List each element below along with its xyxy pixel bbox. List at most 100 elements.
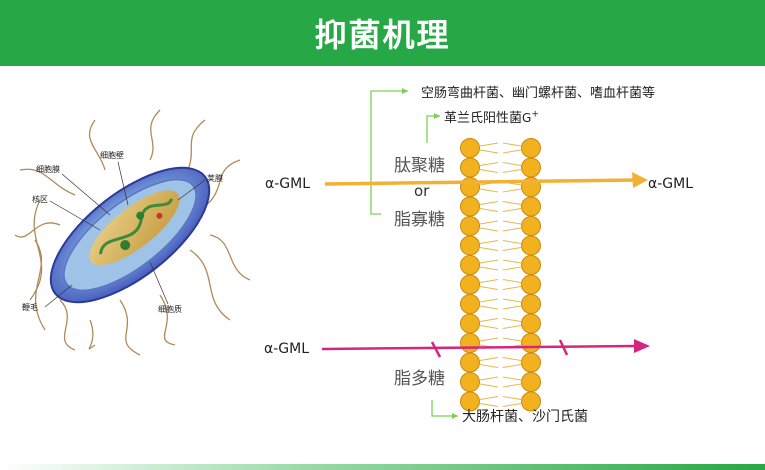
lipid-head xyxy=(521,235,541,256)
lipid-tail xyxy=(479,201,499,205)
magenta-arrow xyxy=(321,339,650,358)
lipid-tail xyxy=(502,220,522,225)
lipid-tail xyxy=(502,325,522,329)
lipid-tail xyxy=(502,162,522,166)
lipid-bilayer xyxy=(460,138,541,412)
lipid-head xyxy=(521,391,541,412)
lipid-head xyxy=(521,216,541,236)
lipid-tail xyxy=(479,227,499,232)
lipid-head xyxy=(460,352,480,373)
lipid-head xyxy=(460,138,480,158)
lipid-tail xyxy=(479,298,499,303)
lipid-tail xyxy=(479,247,499,251)
lipid-tail xyxy=(479,279,499,283)
label-cytoplasm: 细胞质 xyxy=(158,304,182,314)
agent-left-bottom: α-GML xyxy=(264,341,310,357)
lipid-head xyxy=(460,294,480,314)
lipid-tail xyxy=(502,318,522,322)
lipid-tail xyxy=(502,298,522,303)
lipid-tail xyxy=(502,403,522,407)
lipid-head xyxy=(460,372,480,392)
lipid-tail xyxy=(502,208,522,212)
top-pathogens-text: 空肠弯曲杆菌、幽门螺杆菌、嗜血杆菌等 xyxy=(421,86,656,101)
lipid-tail xyxy=(502,169,522,173)
lipid-head xyxy=(521,352,541,373)
lipid-tail xyxy=(502,227,522,232)
lipid-tail xyxy=(479,240,499,244)
cut-mark-1 xyxy=(430,341,442,358)
lipid-tail xyxy=(502,337,522,342)
bracket-gram-positive xyxy=(426,115,440,143)
lipid-tail xyxy=(479,383,499,388)
agent-left-top: α-GML xyxy=(265,176,311,192)
lipid-head xyxy=(460,313,480,334)
lipid-tail xyxy=(479,169,499,173)
lipid-tail xyxy=(502,364,522,368)
lipid-tail xyxy=(479,286,499,290)
lipid-tail xyxy=(502,149,522,154)
lipid-head xyxy=(460,216,480,236)
lipid-tail xyxy=(502,376,522,381)
lipid-head xyxy=(521,138,541,158)
lipid-tail xyxy=(502,142,522,147)
bracket-bottom-pathogens xyxy=(431,400,458,417)
lipid-tail xyxy=(502,383,522,388)
lipid-head xyxy=(521,274,541,295)
lipid-head xyxy=(460,391,480,412)
lipid-head xyxy=(521,333,541,353)
peptidoglycan-label: 肽聚糖 xyxy=(394,156,445,176)
orange-arrow xyxy=(324,172,648,188)
lipooligosaccharide-label: 脂寡糖 xyxy=(394,210,445,230)
lipid-tail xyxy=(479,149,499,154)
lipid-tail xyxy=(479,318,499,322)
label-cell-membrane: 细胞膜 xyxy=(36,164,60,174)
label-capsule: 荚膜 xyxy=(207,173,223,183)
lipopolysaccharide-label: 脂多糖 xyxy=(394,369,445,389)
lipid-tail xyxy=(502,279,522,283)
bottom-pathogens-text: 大肠杆菌、沙门氏菌 xyxy=(462,409,588,425)
lipid-head xyxy=(521,255,541,275)
cut-mark-2 xyxy=(558,339,569,356)
lipid-tail xyxy=(502,247,522,251)
label-cell-wall: 细胞壁 xyxy=(100,150,124,160)
agent-right-top: α-GML xyxy=(648,176,694,192)
lipid-tail xyxy=(479,142,499,147)
lipid-head xyxy=(460,333,480,353)
gram-positive-text: 革兰氏阳性菌G+ xyxy=(444,107,539,126)
lipid-head xyxy=(521,157,541,178)
lipid-tail xyxy=(479,188,499,193)
lipid-tail xyxy=(502,188,522,193)
label-flagellum: 鞭毛 xyxy=(22,302,38,312)
bracket-top-pathogens xyxy=(370,90,408,215)
lipid-tail xyxy=(502,286,522,290)
label-nucleoid: 核区 xyxy=(32,194,48,204)
lipid-head xyxy=(521,294,541,314)
lipid-tail xyxy=(479,376,499,381)
lipid-tail xyxy=(479,396,499,400)
lipid-tail xyxy=(502,266,522,271)
lipid-tail xyxy=(479,337,499,342)
lipid-tail xyxy=(479,403,499,407)
lipid-tail xyxy=(479,220,499,225)
or-label: or xyxy=(414,182,430,200)
lipid-tail xyxy=(479,162,499,166)
lipid-tail xyxy=(479,208,499,212)
lipid-tail xyxy=(479,266,499,271)
lipid-tail xyxy=(502,240,522,244)
lipid-head xyxy=(460,255,480,275)
gram-positive-sup: + xyxy=(531,109,539,120)
lipid-tail xyxy=(502,201,522,205)
lipid-tail xyxy=(479,357,499,361)
lipid-head xyxy=(521,196,541,217)
lipid-tail xyxy=(502,259,522,264)
lipid-tail xyxy=(502,396,522,400)
header-banner: 抑菌机理 xyxy=(0,0,765,66)
lipid-head xyxy=(460,196,480,217)
lipid-tail xyxy=(479,364,499,368)
lipid-tail xyxy=(479,325,499,329)
lipid-head xyxy=(521,372,541,392)
footer-gradient-bar xyxy=(0,464,765,470)
lipid-head xyxy=(460,274,480,295)
